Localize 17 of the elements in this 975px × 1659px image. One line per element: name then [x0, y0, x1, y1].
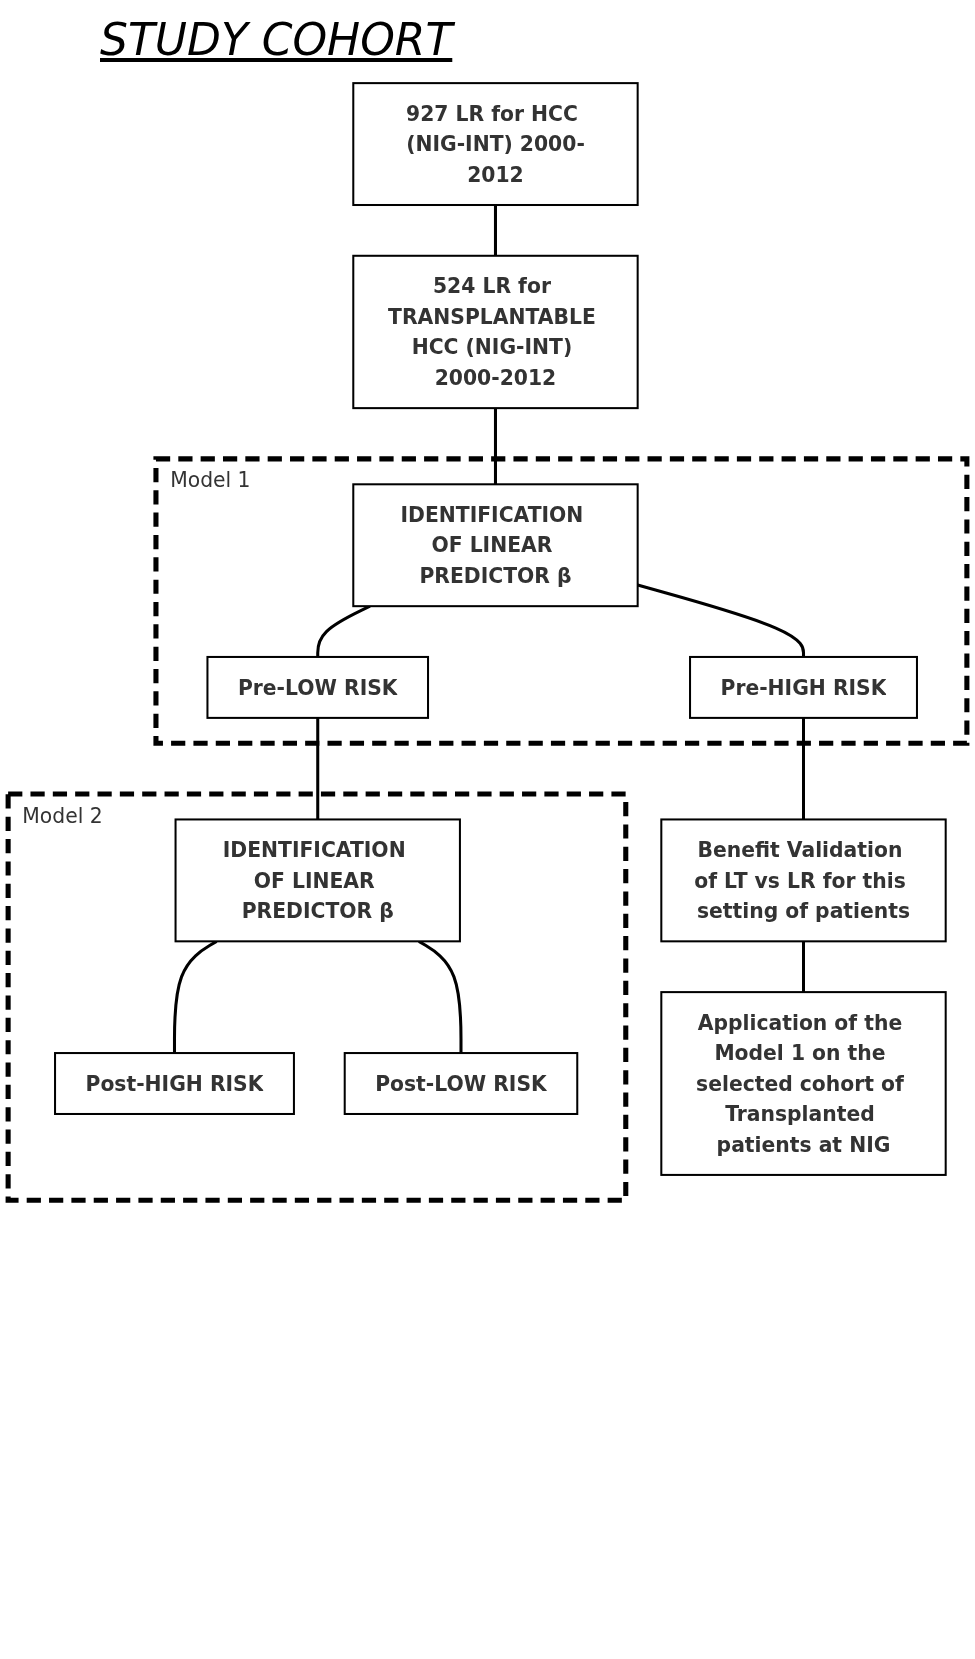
node-box: 524 LR for TRANSPLANTABLE HCC (NIG-INT) 2000-2012 [352, 254, 639, 410]
node-box: IDENTIFICATION OF LINEAR PREDICTOR β [352, 483, 639, 608]
node-box: Application of the Model 1 on the selected cohort of Transplanted patients at NIG [660, 991, 947, 1176]
connector [316, 717, 320, 820]
node-box: Post-LOW RISK [343, 1052, 579, 1115]
connector [801, 941, 806, 993]
node-box: Pre-HIGH RISK [689, 655, 918, 719]
node-box: IDENTIFICATION OF LINEAR PREDICTOR β [174, 818, 461, 943]
node-box: 927 LR for HCC (NIG-INT) 2000-2012 [352, 82, 639, 206]
connector [637, 583, 806, 657]
node-box: Pre-LOW RISK [206, 655, 430, 719]
connector [493, 408, 497, 485]
diagram-title: STUDY COHORT [100, 14, 453, 65]
connector [801, 717, 806, 820]
connector [493, 205, 497, 256]
node-box: Benefit Validation of LT vs LR for this setting of patients [660, 818, 947, 943]
node-box: Post-HIGH RISK [54, 1052, 295, 1115]
